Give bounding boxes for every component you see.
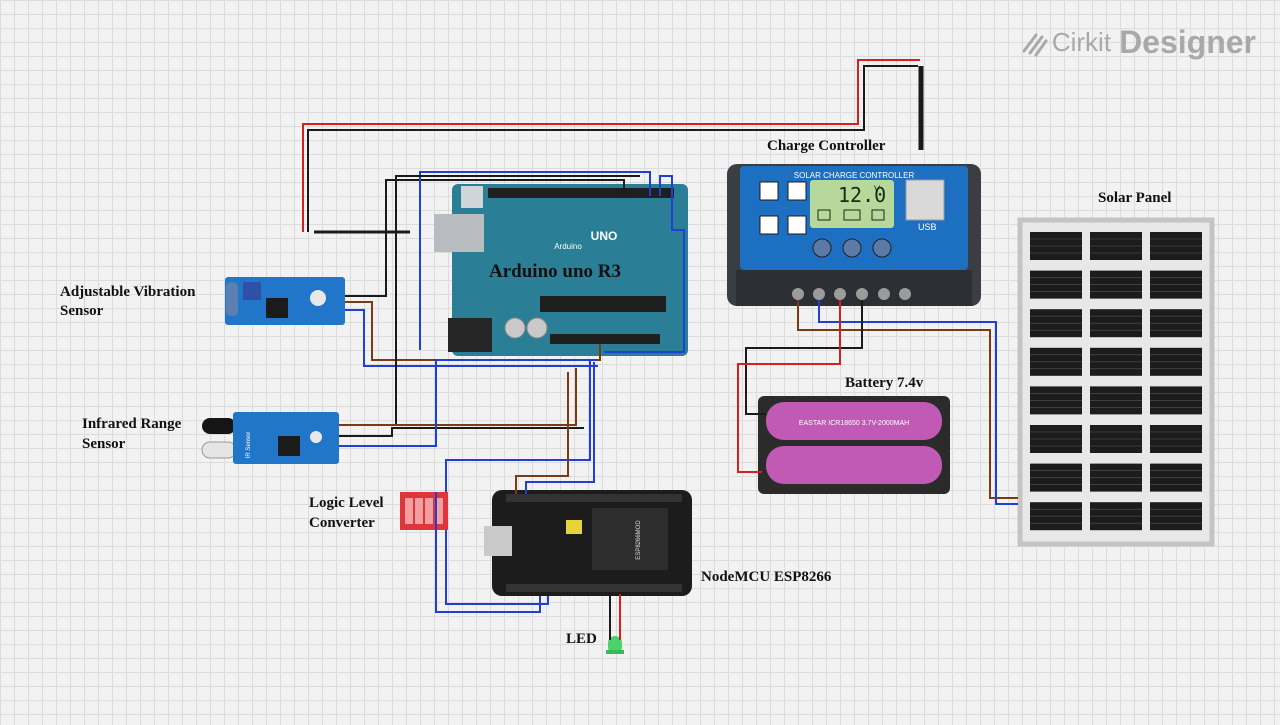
brand-name-part1: Cirkit <box>1051 27 1112 57</box>
wire-vib-blue <box>345 309 598 367</box>
wire-node-blue <box>525 362 595 494</box>
logic-level-converter[interactable] <box>400 492 448 530</box>
label-vibration-sensor-1: Adjustable Vibration <box>60 284 196 300</box>
wire-cc-brown-solar <box>797 300 1018 499</box>
controller-display-unit: V <box>874 184 880 194</box>
wire-cc-red-batt <box>737 300 841 473</box>
cirkit-designer-brand: Cirkit Designer <box>1020 24 1256 61</box>
controller-header-text: SOLAR CHARGE CONTROLLER <box>794 171 915 180</box>
nodemcu-esp8266-board[interactable]: ESP8266MOD <box>484 490 692 596</box>
cirkit-logo-icon <box>1022 33 1048 56</box>
ir-sensor-board[interactable]: IR Sensor <box>201 412 339 464</box>
wire-ir-black <box>339 427 584 437</box>
solar-panel[interactable] <box>1017 217 1215 547</box>
wire-ir-brown <box>339 368 577 426</box>
controller-display-value: 12.0 <box>838 183 886 207</box>
battery-pack[interactable]: EASTAR ICR18650 3.7V-2000MAH <box>758 396 950 494</box>
wire-cc-black-batt <box>745 300 863 415</box>
wire-ir-blue <box>339 359 596 447</box>
solar-cells <box>1030 232 1202 531</box>
wire-vib-vcc-black <box>345 179 625 297</box>
battery-cell-text: EASTAR ICR18650 3.7V-2000MAH <box>799 420 909 427</box>
arduino-logo-text: UNO <box>591 229 618 243</box>
label-arduino: Arduino uno R3 <box>489 261 621 282</box>
label-charge-controller: Charge Controller <box>767 138 886 154</box>
wire-solar-red <box>302 59 920 232</box>
vibration-sensor-board[interactable] <box>225 277 345 325</box>
wire-logic-blue-2 <box>445 360 591 492</box>
wire-vib-brown <box>345 301 601 361</box>
wire-node-brown <box>515 372 569 494</box>
label-battery: Battery 7.4v <box>845 375 924 391</box>
brand-name-part2: Designer <box>1119 24 1256 60</box>
label-logic-converter-2: Converter <box>309 515 375 531</box>
ir-board-text: IR Sensor <box>246 432 252 459</box>
wire-ard-blue-right <box>604 175 685 353</box>
label-vibration-sensor-2: Sensor <box>60 303 104 319</box>
label-solar-panel: Solar Panel <box>1098 190 1172 206</box>
arduino-brand-text: Arduino <box>554 242 582 251</box>
wire-solar-black <box>307 65 918 232</box>
wire-ard-blue-top <box>419 171 651 350</box>
controller-usb-text: USB <box>918 222 937 232</box>
wire-logic-blue-3 <box>445 530 549 605</box>
charge-controller[interactable]: SOLAR CHARGE CONTROLLER 12.0 V USB <box>727 164 981 306</box>
wire-ard-black-top <box>395 175 640 424</box>
arduino-uno-board[interactable]: UNO Arduino <box>434 184 688 356</box>
nodemcu-module-text: ESP8266MOD <box>636 520 642 560</box>
label-ir-sensor-1: Infrared Range <box>82 416 182 432</box>
label-nodemcu: NodeMCU ESP8266 <box>701 569 832 585</box>
label-ir-sensor-2: Sensor <box>82 436 126 452</box>
green-led[interactable] <box>606 636 624 654</box>
label-led: LED <box>566 631 597 647</box>
wire-cc-blue-solar <box>818 300 1018 505</box>
label-logic-converter-1: Logic Level <box>309 495 384 511</box>
wiring <box>302 59 1018 640</box>
